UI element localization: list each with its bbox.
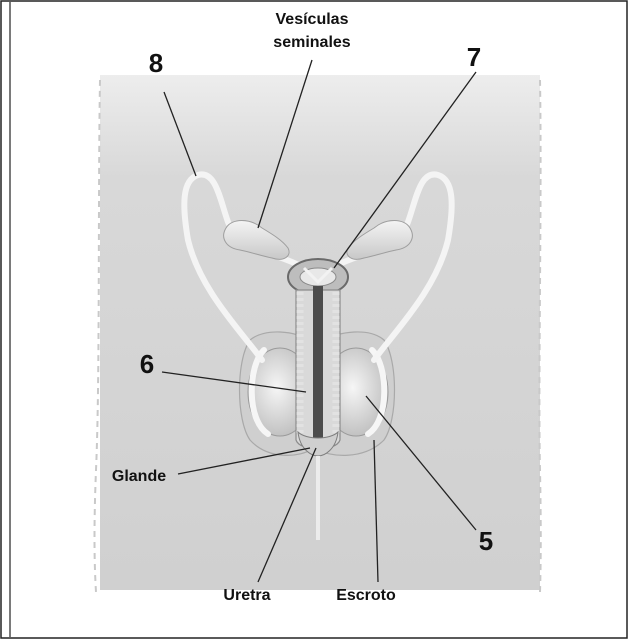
label-number-8: 8 — [149, 48, 163, 78]
label-glande: Glande — [112, 468, 166, 485]
label-escroto: Escroto — [336, 587, 396, 604]
label-uretra: Uretra — [223, 587, 270, 604]
label-number-5: 5 — [479, 526, 493, 556]
urethra-canal — [313, 286, 323, 448]
label-number-7: 7 — [467, 42, 481, 72]
label-vesiculas-line2: seminales — [273, 34, 350, 51]
label-number-6: 6 — [140, 349, 154, 379]
left-leg-edge — [95, 80, 101, 592]
label-vesiculas-line1: Vesículas — [276, 11, 349, 28]
